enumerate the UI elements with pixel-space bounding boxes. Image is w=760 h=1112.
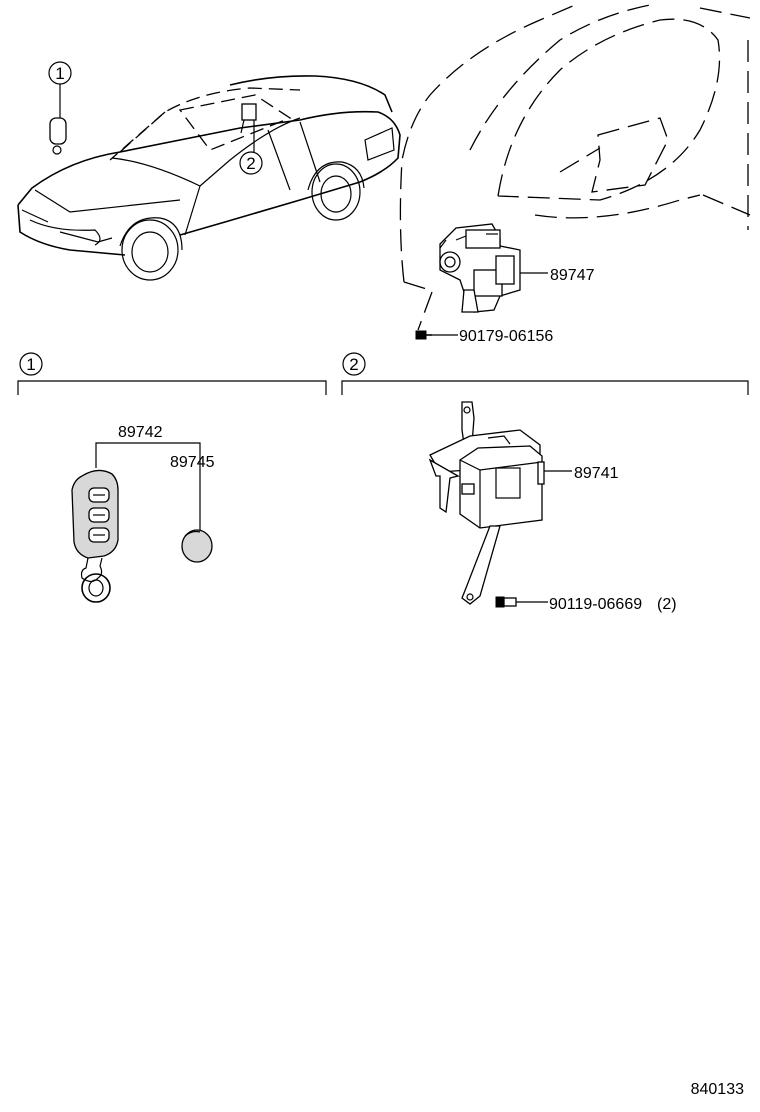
part-label-receiver-screw: 90179-06156 — [459, 328, 553, 345]
transmitter-fob — [71, 469, 119, 603]
car-body — [17, 75, 401, 281]
section-1: 1 89742 89745 — [17, 352, 327, 603]
part-label-ecu-bolt: 90119-06669 — [549, 596, 642, 613]
part-label-ecu: 89741 — [574, 465, 619, 482]
car-illustration: 1 2 — [17, 61, 401, 281]
part-label-ecu-bolt-qty: (2) — [657, 596, 677, 613]
svg-text:2: 2 — [246, 154, 255, 173]
battery-coin — [181, 529, 213, 563]
callout-1-car: 1 — [48, 61, 72, 155]
section-2-marker: 2 — [349, 355, 358, 374]
callout-2-car: 2 — [239, 103, 263, 175]
part-label-receiver: 89747 — [550, 267, 595, 284]
door-panel-illustration: 89747 90179-06156 — [399, 4, 751, 345]
svg-text:1: 1 — [55, 64, 64, 83]
receiver-screw — [415, 330, 432, 340]
part-label-battery: 89745 — [170, 454, 215, 471]
section-2: 2 89741 90119-06669 (2) — [341, 352, 749, 613]
part-label-transmitter: 89742 — [118, 424, 163, 441]
ecu-bolt — [495, 596, 517, 608]
illustration-number: 840133 — [691, 1081, 744, 1098]
ecu-assembly — [428, 401, 545, 605]
section-1-marker: 1 — [26, 355, 35, 374]
receiver-unit — [439, 223, 521, 313]
